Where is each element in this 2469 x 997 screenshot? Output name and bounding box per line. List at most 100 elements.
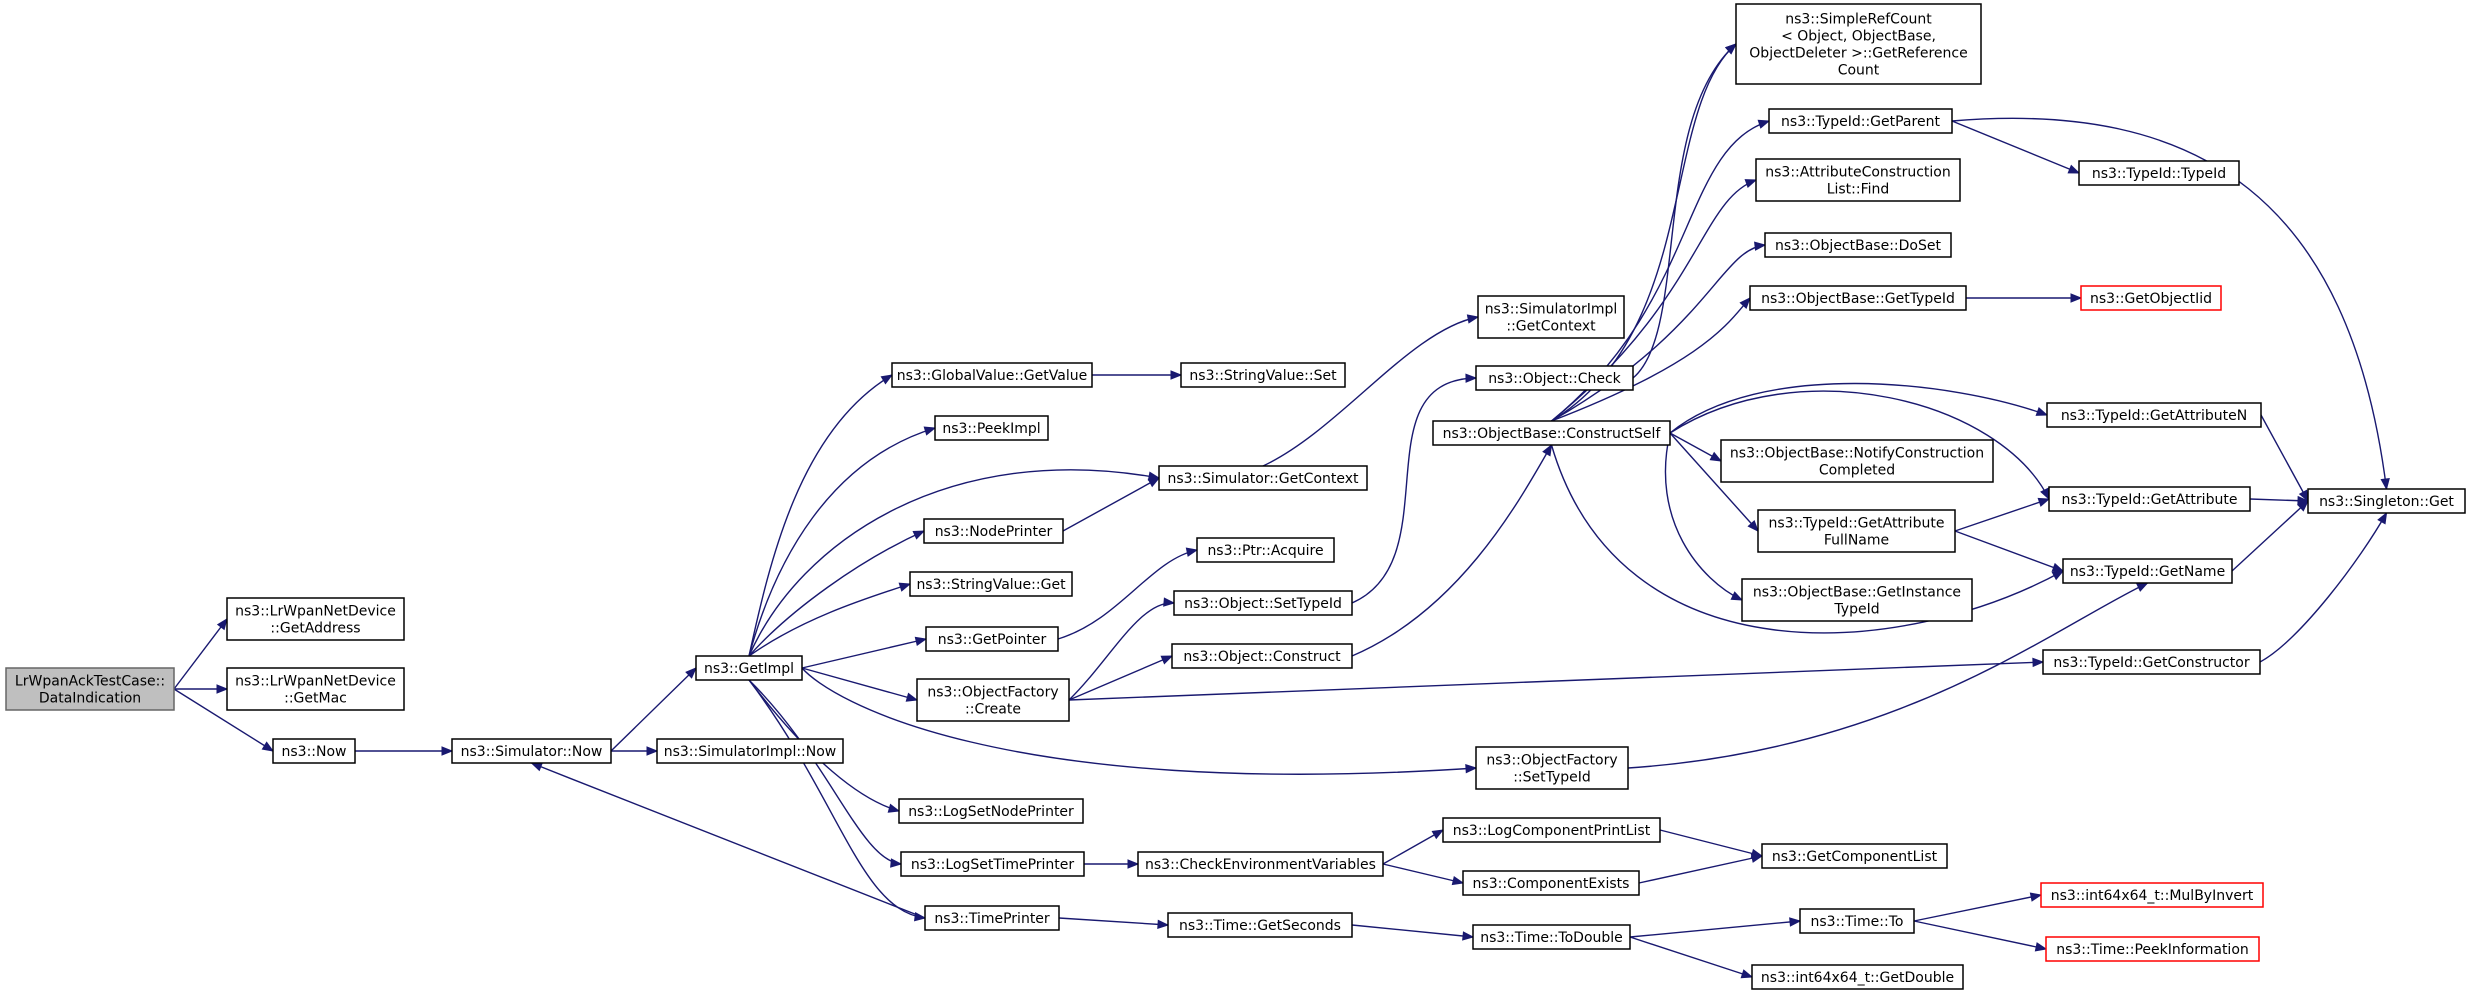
node-label-line: ns3::GetPointer	[938, 632, 1047, 648]
node-logsetnodeprinter[interactable]: ns3::LogSetNodePrinter	[898, 798, 1084, 824]
node-object-construct[interactable]: ns3::Object::Construct	[1171, 643, 1353, 669]
edge-line	[1913, 920, 2047, 950]
call-graph-edges	[173, 43, 2390, 979]
node-label-line: ns3::StringValue::Get	[916, 577, 1066, 593]
node-objectfactory-settypeid[interactable]: ns3::ObjectFactory::SetTypeId	[1475, 746, 1629, 790]
node-box	[1475, 746, 1629, 790]
node-ns3-now[interactable]: ns3::Now	[272, 738, 356, 764]
node-box	[1768, 108, 1953, 134]
arrowhead-icon	[261, 741, 275, 752]
node-lr-getmac[interactable]: ns3::LrWpanNetDevice::GetMac	[226, 667, 405, 711]
node-time-getseconds[interactable]: ns3::Time::GetSeconds	[1167, 912, 1353, 938]
node-nodeprinter[interactable]: ns3::NodePrinter	[923, 518, 1064, 544]
edge-line	[1351, 377, 1477, 604]
node-simimpl-now[interactable]: ns3::SimulatorImpl::Now	[656, 738, 844, 764]
node-label-line: ::Create	[965, 702, 1021, 718]
call-edge-time_to-to-time_peekinformation	[1913, 920, 2048, 952]
edge-line	[1068, 602, 1175, 701]
node-simimpl-getcontext[interactable]: ns3::SimulatorImpl::GetContext	[1477, 295, 1625, 339]
node-typeid-getname[interactable]: ns3::TypeId::GetName	[2062, 558, 2233, 584]
node-box	[1751, 964, 1964, 990]
call-edge-typeid_getattribute-to-singleton_get	[2249, 495, 2310, 506]
node-typeid-getconstructor[interactable]: ns3::TypeId::GetConstructor	[2042, 649, 2261, 675]
edge-line	[1954, 530, 2064, 572]
node-object-check[interactable]: ns3::Object::Check	[1475, 365, 1634, 391]
node-getobjectiid[interactable]: ns3::GetObjectIid	[2080, 285, 2222, 311]
node-int64-mulbyinvert[interactable]: ns3::int64x64_t::MulByInvert	[2040, 882, 2264, 908]
node-label-line: ns3::ObjectBase::NotifyConstruction	[1730, 446, 1984, 462]
node-simplerefcount-getref[interactable]: ns3::SimpleRefCount< Object, ObjectBase,…	[1735, 3, 1982, 85]
node-box	[1799, 908, 1915, 934]
node-root: LrWpanAckTestCase::DataIndication	[5, 667, 175, 711]
node-checkenv[interactable]: ns3::CheckEnvironmentVariables	[1137, 851, 1384, 877]
node-label-line: ns3::Time::To	[1811, 914, 1904, 930]
node-int64-getdouble[interactable]: ns3::int64x64_t::GetDouble	[1751, 964, 1964, 990]
call-edge-sim_getcontext-to-simimpl_getcontext	[1262, 314, 1480, 467]
node-stringvalue-get[interactable]: ns3::StringValue::Get	[909, 571, 1073, 597]
node-logcomponentprintlist[interactable]: ns3::LogComponentPrintList	[1442, 817, 1661, 843]
node-singleton-get[interactable]: ns3::Singleton::Get	[2307, 488, 2466, 514]
node-getcomponentlist[interactable]: ns3::GetComponentList	[1761, 843, 1948, 869]
node-label-line: ns3::ObjectBase::DoSet	[1775, 238, 1941, 254]
node-box	[656, 738, 844, 764]
node-ptr-acquire[interactable]: ns3::Ptr::Acquire	[1196, 537, 1335, 563]
node-objectbase-doset[interactable]: ns3::ObjectBase::DoSet	[1764, 232, 1952, 258]
node-objectbase-gettypeid[interactable]: ns3::ObjectBase::GetTypeId	[1749, 285, 1967, 311]
edge-line	[1629, 920, 1801, 938]
node-timeprinter[interactable]: ns3::TimePrinter	[924, 905, 1060, 931]
node-time-peekinformation[interactable]: ns3::Time::PeekInformation	[2045, 936, 2260, 962]
call-edge-getimpl-to-objectfactory_create	[801, 667, 919, 702]
node-label-line: ns3::PeekImpl	[942, 421, 1040, 437]
arrowhead-icon	[1465, 763, 1478, 774]
node-typeid-getattribute[interactable]: ns3::TypeId::GetAttribute	[2048, 486, 2251, 512]
call-edge-getimpl-to-globalvalue_getvalue	[748, 374, 894, 657]
node-typeid-typeid[interactable]: ns3::TypeId::TypeId	[2078, 160, 2240, 186]
edge-line	[748, 469, 1160, 657]
node-sim-now[interactable]: ns3::Simulator::Now	[451, 738, 612, 764]
node-lr-getaddress[interactable]: ns3::LrWpanNetDevice::GetAddress	[226, 597, 405, 641]
call-edge-time_todouble-to-time_to	[1629, 917, 1802, 938]
node-box	[1180, 362, 1346, 388]
arrowhead-icon	[2067, 164, 2081, 174]
node-object-settypeid[interactable]: ns3::Object::SetTypeId	[1173, 590, 1353, 616]
node-label-line: ns3::TypeId::GetName	[2070, 564, 2225, 580]
node-objectbase-constructself[interactable]: ns3::ObjectBase::ConstructSelf	[1432, 420, 1671, 446]
node-peekimpl[interactable]: ns3::PeekImpl	[934, 415, 1049, 441]
call-edge-objectbase_constructself-to-typeid_getattributefullname	[1669, 432, 1759, 533]
node-box	[916, 678, 1070, 722]
call-edge-getimpl-to-nodeprinter	[748, 530, 926, 657]
node-time-to[interactable]: ns3::Time::To	[1799, 908, 1915, 934]
node-objectfactory-create[interactable]: ns3::ObjectFactory::Create	[916, 678, 1070, 722]
arrowhead-icon	[890, 858, 903, 868]
call-edge-logcomponentprintlist-to-getcomponentlist	[1659, 829, 1764, 858]
arrowhead-icon	[1157, 919, 1170, 930]
node-objectbase-notifyconstr[interactable]: ns3::ObjectBase::NotifyConstructionCompl…	[1720, 439, 1994, 483]
arrowhead-icon	[2297, 500, 2309, 512]
call-edge-time_getseconds-to-time_todouble	[1351, 924, 1475, 941]
node-label-line: ns3::Time::ToDouble	[1480, 930, 1623, 946]
node-label-line: ns3::TypeId::GetConstructor	[2053, 655, 2249, 671]
node-label-line: Count	[1838, 63, 1880, 79]
node-typeid-getparent[interactable]: ns3::TypeId::GetParent	[1768, 108, 1953, 134]
node-stringvalue-set[interactable]: ns3::StringValue::Set	[1180, 362, 1346, 388]
node-getpointer[interactable]: ns3::GetPointer	[925, 626, 1059, 652]
node-globalvalue-getvalue[interactable]: ns3::GlobalValue::GetValue	[891, 362, 1093, 388]
arrowhead-icon	[2051, 562, 2065, 572]
node-box	[1757, 509, 1956, 553]
node-box	[226, 667, 405, 711]
node-logsettimeprinter[interactable]: ns3::LogSetTimePrinter	[900, 851, 1085, 877]
arrowhead-icon	[441, 746, 454, 756]
node-label-line: ns3::Object::Construct	[1183, 649, 1341, 665]
node-label-line: LrWpanAckTestCase::	[15, 674, 165, 690]
node-getimpl[interactable]: ns3::GetImpl	[695, 655, 803, 681]
node-typeid-getattributen[interactable]: ns3::TypeId::GetAttributeN	[2046, 402, 2262, 428]
arrowhead-icon	[1451, 875, 1465, 886]
node-sim-getcontext[interactable]: ns3::Simulator::GetContext	[1158, 465, 1368, 491]
node-time-todouble[interactable]: ns3::Time::ToDouble	[1472, 924, 1631, 950]
node-componentexists[interactable]: ns3::ComponentExists	[1462, 870, 1640, 896]
node-box	[924, 905, 1060, 931]
node-box	[1137, 851, 1384, 877]
